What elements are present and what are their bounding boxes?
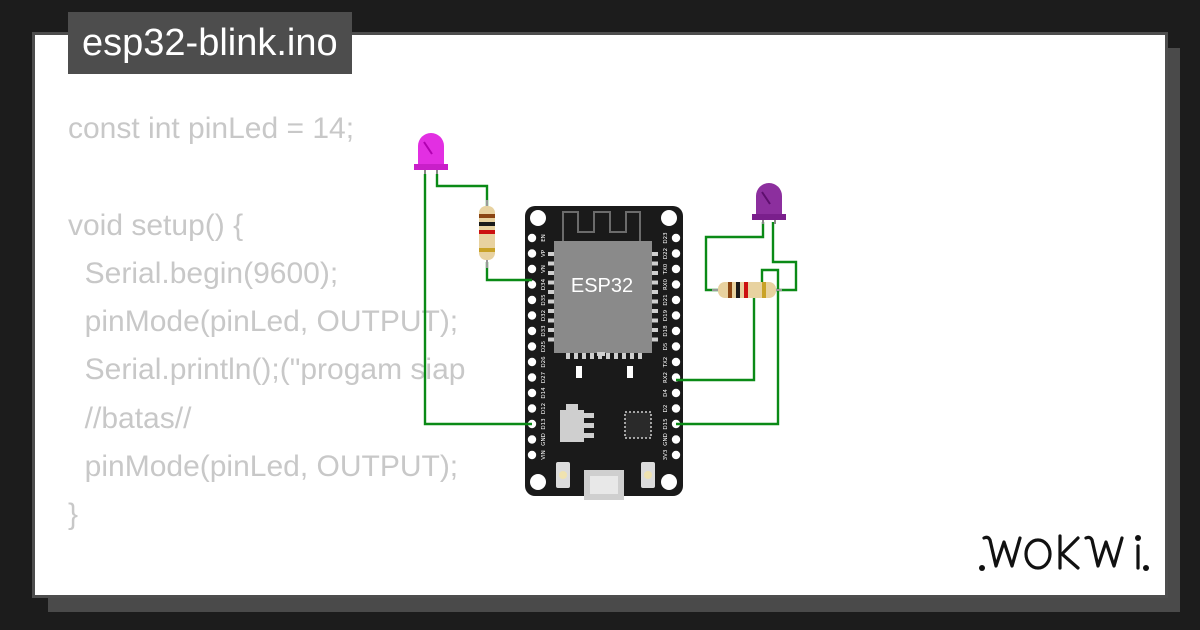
header-pin[interactable]: [671, 342, 681, 351]
chip-label: ESP32: [571, 275, 633, 297]
pin-label: VN: [541, 265, 547, 273]
header-pin[interactable]: [527, 342, 537, 351]
pin-label: VIN: [541, 450, 547, 460]
code-line: //batas//: [68, 401, 192, 435]
pin-label: D27: [541, 371, 547, 383]
header-pin[interactable]: [527, 280, 537, 289]
wokwi-logo: [979, 534, 1149, 571]
wire-resistor2-d4: [676, 290, 756, 382]
header-pin[interactable]: [671, 311, 681, 320]
code-line: void setup() {: [68, 208, 244, 242]
pin-label: D18: [663, 325, 669, 337]
header-pin[interactable]: [671, 357, 681, 367]
code-line: Serial.println();("progam siap: [68, 353, 466, 387]
header-pin[interactable]: [527, 264, 537, 274]
wire-led1-resistor: [435, 174, 489, 210]
led-left[interactable]: [414, 133, 448, 174]
header-pin[interactable]: [527, 249, 537, 258]
wire-led1-gnd: [423, 174, 532, 426]
pin-label: D23: [663, 232, 669, 244]
resistor-left[interactable]: [479, 200, 495, 268]
project-title: esp32-blink.ino: [68, 12, 352, 74]
code-line: pinMode(pinLed, OUTPUT);: [68, 450, 459, 484]
pin-label: D2: [663, 405, 669, 413]
header-pin[interactable]: [671, 295, 681, 305]
header-pin[interactable]: [671, 388, 681, 398]
header-pin[interactable]: [671, 233, 681, 243]
header-pin[interactable]: [527, 233, 537, 243]
wire-led2-cathode: [704, 222, 765, 292]
pin-label: TX0: [663, 263, 669, 275]
pin-label: D12: [541, 403, 547, 414]
pin-label: GND: [663, 433, 669, 446]
header-pin[interactable]: [671, 450, 681, 460]
code-line: const int pinLed = 14;: [68, 112, 355, 145]
pin-label: GND: [541, 433, 547, 446]
code-line: void loop() {: [68, 588, 465, 596]
code-line: }: [68, 498, 79, 532]
pin-label: D4: [663, 389, 669, 397]
led-right[interactable]: [752, 183, 786, 224]
header-pin[interactable]: [527, 311, 537, 320]
header-pin[interactable]: [671, 326, 681, 336]
header-pin[interactable]: [671, 280, 681, 289]
pin-label: EN: [541, 234, 547, 242]
header-pin[interactable]: [527, 295, 537, 305]
pin-label: 3V3: [663, 449, 669, 460]
resistor-right[interactable]: [712, 282, 782, 298]
pin-label: D21: [663, 294, 669, 305]
pin-label: VP: [541, 249, 547, 257]
header-pin[interactable]: [527, 435, 537, 444]
pin-label: RX0: [663, 278, 669, 290]
pin-label: D25: [541, 340, 547, 352]
code-preview: const int pinLed = 14; void setup() { Se…: [68, 105, 466, 596]
pin-label: D34: [541, 278, 547, 290]
pin-label: D35: [541, 294, 547, 306]
header-pin[interactable]: [527, 404, 537, 413]
header-pin[interactable]: [671, 249, 681, 258]
code-line: pinMode(pinLed, OUTPUT);: [68, 305, 459, 339]
pin-label: D14: [541, 387, 547, 399]
wire-led2-anode-loop: [676, 222, 798, 426]
pin-label: RX2: [663, 372, 669, 383]
header-pin[interactable]: [527, 357, 537, 367]
pin-label: D19: [663, 309, 669, 321]
header-pin[interactable]: [671, 264, 681, 274]
header-pin[interactable]: [671, 404, 681, 413]
pin-label: D13: [541, 418, 547, 430]
pin-label: D33: [541, 325, 547, 337]
header-pin[interactable]: [527, 450, 537, 460]
header-pin[interactable]: [527, 326, 537, 336]
pin-label: D15: [663, 418, 669, 430]
pin-label: D22: [663, 248, 669, 259]
esp32-chip: [554, 241, 652, 353]
header-pin[interactable]: [671, 435, 681, 444]
esp32-board[interactable]: ESP32 ENVPVND34D35D32D33D25D26D27D14D12D…: [525, 206, 683, 500]
pin-label: TX2: [663, 357, 669, 369]
pin-label: D26: [541, 356, 547, 368]
pin-label: D32: [541, 310, 547, 321]
pin-label: D5: [663, 342, 669, 350]
header-pin[interactable]: [527, 373, 537, 382]
code-line: Serial.begin(9600);: [68, 256, 339, 290]
header-pin[interactable]: [527, 388, 537, 398]
